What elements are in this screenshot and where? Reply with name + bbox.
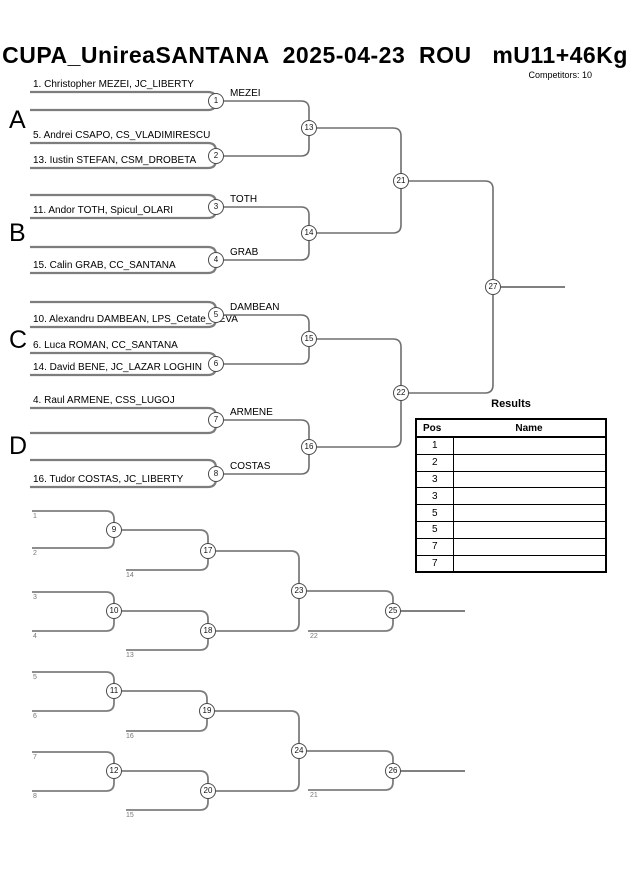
results-name	[453, 454, 606, 472]
results-name	[453, 437, 606, 455]
feeder-label-4: 4	[33, 633, 37, 640]
match-7-winner: ARMENE	[230, 407, 273, 418]
feeder-label-2: 2	[33, 550, 37, 557]
section-label-d: D	[9, 432, 28, 460]
feeder-label-8: 8	[33, 793, 37, 800]
results-row: 3	[416, 471, 606, 489]
match-node-26: 26	[385, 763, 401, 779]
match-node-23: 23	[291, 583, 307, 599]
feeder-label-21: 21	[310, 792, 318, 799]
feeder-label-16: 16	[126, 733, 134, 740]
results-col-name: Name	[453, 419, 606, 438]
results-col-pos: Pos	[416, 419, 453, 438]
feeder-label-14: 14	[126, 572, 134, 579]
match-8-winner: COSTAS	[230, 461, 271, 472]
match-node-14: 14	[301, 225, 317, 241]
section-label-c: C	[9, 326, 28, 354]
results-row: 5	[416, 504, 606, 522]
match-node-3: 3	[208, 199, 224, 215]
feeder-label-7: 7	[33, 754, 37, 761]
results-title: Results	[491, 398, 531, 410]
match-3-winner: TOTH	[230, 194, 258, 205]
results-row: 5	[416, 521, 606, 539]
match-node-2: 2	[208, 148, 224, 164]
page-title: CUPA_UnireaSANTANA 2025-04-23 ROU mU11+4…	[2, 42, 628, 68]
section-label-a: A	[9, 106, 26, 134]
player-slot-armene: 4. Raul ARMENE, CSS_LUGOJ	[33, 395, 175, 406]
results-name	[453, 504, 606, 522]
match-node-1: 1	[208, 93, 224, 109]
results-pos: 1	[416, 437, 454, 455]
player-slot-mezei: 1. Christopher MEZEI, JC_LIBERTY	[33, 79, 194, 90]
results-row: 7	[416, 555, 606, 573]
match-node-6: 6	[208, 356, 224, 372]
player-slot-roman: 6. Luca ROMAN, CC_SANTANA	[33, 340, 178, 351]
match-node-21: 21	[393, 173, 409, 189]
feeder-label-1: 1	[33, 513, 37, 520]
player-slot-bene: 14. David BENE, JC_LAZAR LOGHIN	[33, 362, 202, 373]
feeder-label-5: 5	[33, 674, 37, 681]
match-node-19: 19	[199, 703, 215, 719]
match-4-winner: GRAB	[230, 247, 259, 258]
results-row: 1	[416, 437, 606, 455]
results-name	[453, 487, 606, 506]
feeder-label-13: 13	[126, 652, 134, 659]
match-node-12: 12	[106, 763, 122, 779]
section-label-b: B	[9, 219, 26, 247]
results-name	[453, 471, 606, 489]
match-node-22: 22	[393, 385, 409, 401]
match-node-17: 17	[200, 543, 216, 559]
match-node-25: 25	[385, 603, 401, 619]
results-pos: 5	[416, 504, 454, 522]
results-pos: 3	[416, 487, 454, 506]
match-node-20: 20	[200, 783, 216, 799]
feeder-label-22: 22	[310, 633, 318, 640]
match-node-9: 9	[106, 522, 122, 538]
player-slot-toth: 11. Andor TOTH, Spicul_OLARI	[33, 205, 174, 216]
match-node-10: 10	[106, 603, 122, 619]
match-node-27: 27	[485, 279, 501, 295]
results-pos: 3	[416, 471, 454, 489]
results-row: 7	[416, 538, 606, 556]
match-node-24: 24	[291, 743, 307, 759]
results-header-row: Pos Name	[416, 419, 606, 438]
results-name	[453, 538, 606, 556]
results-pos: 7	[416, 538, 454, 556]
feeder-label-3: 3	[33, 594, 37, 601]
results-row: 3	[416, 487, 606, 506]
match-node-4: 4	[208, 252, 224, 268]
match-node-16: 16	[301, 439, 317, 455]
player-slot-grab: 15. Calin GRAB, CC_SANTANA	[33, 260, 176, 271]
results-name	[453, 521, 606, 539]
results-pos: 2	[416, 454, 454, 472]
feeder-label-6: 6	[33, 713, 37, 720]
match-node-18: 18	[200, 623, 216, 639]
player-slot-stefan: 13. Iustin STEFAN, CSM_DROBETA	[33, 155, 197, 166]
match-5-winner: DAMBEAN	[230, 302, 280, 313]
match-node-13: 13	[301, 120, 317, 136]
results-pos: 7	[416, 555, 454, 573]
match-node-8: 8	[208, 466, 224, 482]
results-row: 2	[416, 454, 606, 472]
player-slot-csapo: 5. Andrei CSAPO, CS_VLADIMIRESCU	[33, 130, 211, 141]
match-node-5: 5	[208, 307, 224, 323]
feeder-label-15: 15	[126, 812, 134, 819]
match-node-7: 7	[208, 412, 224, 428]
results-table: Pos Name 1 2 3 3 5	[415, 418, 607, 574]
results-name	[453, 555, 606, 573]
player-slot-dambean: 10. Alexandru DAMBEAN, LPS_Cetate_DEVA	[33, 314, 238, 325]
results-pos: 5	[416, 521, 454, 539]
match-1-winner: MEZEI	[230, 88, 261, 99]
competitors-count: Competitors: 10	[528, 70, 592, 80]
match-node-11: 11	[106, 683, 122, 699]
player-slot-costas: 16. Tudor COSTAS, JC_LIBERTY	[33, 474, 184, 485]
match-node-15: 15	[301, 331, 317, 347]
